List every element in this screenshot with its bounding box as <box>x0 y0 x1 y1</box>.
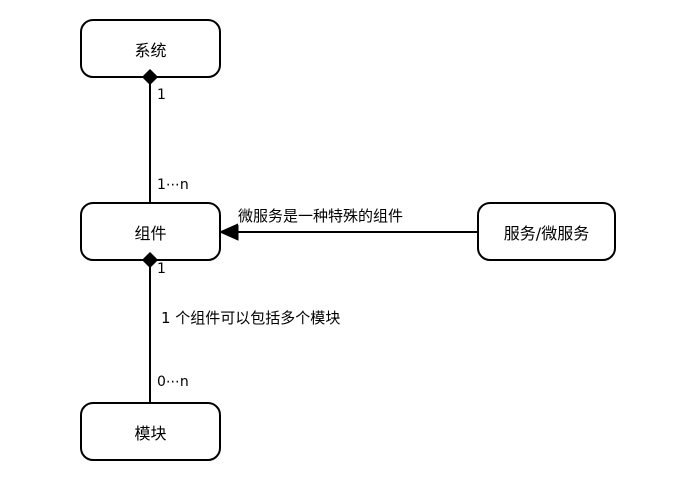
edge-label-service-component: 微服务是一种特殊的组件 <box>238 207 404 225</box>
multiplicity-system-end: 1 <box>157 87 166 104</box>
arrowhead-service-component <box>218 223 239 241</box>
node-box-system[interactable] <box>80 19 221 78</box>
node-box-module[interactable] <box>80 402 221 461</box>
edge-label-component-module: 1 个组件可以包括多个模块 <box>161 309 341 327</box>
multiplicity-module-end: 0⋯n <box>157 374 189 391</box>
node-box-service[interactable] <box>477 202 616 261</box>
composition-diamond-component <box>141 251 159 269</box>
multiplicity-component-lower-end: 1 <box>157 261 166 278</box>
multiplicity-component-upper-end: 1⋯n <box>157 177 189 194</box>
composition-diamond-system <box>141 68 159 86</box>
node-box-component[interactable] <box>80 202 221 261</box>
